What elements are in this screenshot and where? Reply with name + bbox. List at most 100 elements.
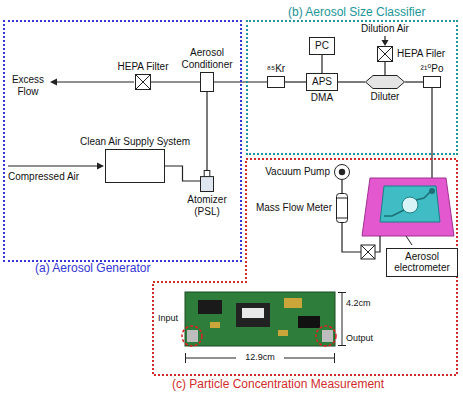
connector-line <box>405 81 423 82</box>
chip-channel <box>384 210 404 216</box>
component-label: Vacuum Pump <box>265 166 330 178</box>
component-icon <box>267 76 285 88</box>
air-inlet-line <box>8 165 98 166</box>
connector-line <box>321 55 322 74</box>
pc-box: PC <box>309 37 335 55</box>
port-label: Input <box>158 313 178 323</box>
board-sticker <box>242 308 264 318</box>
flow-label: Compressed Air <box>8 171 79 183</box>
aps-box: APSDMA <box>306 73 338 91</box>
arrow-head <box>382 40 389 46</box>
exhaust-line <box>57 81 134 82</box>
connector-line <box>151 81 200 82</box>
meter-band <box>337 218 348 219</box>
component-icon <box>200 72 214 92</box>
pump-symbol: Vacuum Pump <box>334 164 350 180</box>
component-label: Aerosol Conditioner <box>178 47 236 70</box>
chip-chamber <box>402 197 418 213</box>
highlight-circle <box>182 326 202 346</box>
component-label: ⁸⁵Kr <box>267 63 285 75</box>
conditioner-box: Aerosol Conditioner <box>200 72 214 92</box>
connector-line <box>206 92 207 170</box>
component-icon <box>135 74 151 90</box>
component-label: HEPA Filer <box>397 48 445 60</box>
flow-meter: Mass Flow Meter <box>336 193 348 223</box>
flow-label: Dilution Air <box>355 23 415 35</box>
component-icon <box>334 164 350 180</box>
dimension-tick <box>334 353 335 363</box>
filter-cross <box>378 47 393 62</box>
highlight-circle <box>316 326 336 346</box>
filter-cross <box>136 75 151 90</box>
component-icon <box>423 76 441 88</box>
arrow-head <box>50 79 57 86</box>
dimension-line <box>342 292 343 346</box>
source-box: ⁸⁵Kr <box>267 76 285 88</box>
box-outline <box>268 77 285 88</box>
jar-body <box>201 177 214 192</box>
box-outline <box>378 47 393 62</box>
filter-symbol: HEPA Filer <box>377 46 393 62</box>
region-heading: (c) Particle Concentration Measurement <box>172 378 384 392</box>
box-outline <box>424 77 441 88</box>
component-label: Diluter <box>371 91 400 103</box>
region-panel: Aerosol ConditionerHEPA FilterClean Air … <box>3 20 242 262</box>
component-label: HEPA Filter <box>118 61 169 73</box>
input-jack <box>187 330 198 342</box>
meter-body <box>337 194 348 223</box>
connector-line <box>338 81 365 82</box>
region-panel: ⁸⁵KrPCAPSDMADiluterHEPA Filer²¹⁰Po(b) Ae… <box>246 20 458 155</box>
connector-line <box>165 166 200 181</box>
component-label: Clean Air Supply System <box>80 136 190 148</box>
circuit-board <box>185 292 335 346</box>
meter-band <box>337 198 348 199</box>
filter-cross <box>136 75 151 90</box>
dimension-tick <box>338 292 346 293</box>
atomizer-jar: Atomizer (PSL) <box>200 170 214 192</box>
board-chip <box>236 303 270 327</box>
filter-cross <box>378 47 393 62</box>
electrometer-box: Aerosol electrometer <box>386 248 458 277</box>
port-label: Output <box>346 333 373 343</box>
component-label: Aerosol electrometer <box>392 251 452 274</box>
dimension-tick <box>185 353 186 363</box>
box-outline <box>106 150 165 183</box>
connector-line <box>341 180 342 193</box>
leader-line <box>406 236 412 245</box>
valve-cross <box>361 245 375 259</box>
dimension-label: 12.9cm <box>240 352 280 362</box>
board-part <box>210 322 220 328</box>
pump-hub <box>339 169 345 175</box>
vacuum-line <box>342 223 361 252</box>
region-heading: (a) Aerosol Generator <box>35 262 150 276</box>
source-box: ²¹⁰Po <box>423 76 441 88</box>
component-label: DMA <box>311 92 333 104</box>
component-label: Mass Flow Meter <box>256 202 332 214</box>
chip-inlet <box>429 188 435 194</box>
flow-label: Excess Flow <box>8 74 48 97</box>
connector-line <box>384 62 385 75</box>
diluter-body <box>366 76 405 89</box>
board-part <box>278 330 288 336</box>
sensor-chip <box>380 186 440 222</box>
component-label: APS <box>312 76 332 88</box>
region-outline <box>153 159 457 375</box>
component-icon <box>105 149 165 183</box>
sample-line <box>431 88 432 188</box>
filter-symbol: HEPA Filter <box>135 74 151 90</box>
component-label: ²¹⁰Po <box>421 63 444 75</box>
component-icon <box>377 46 393 62</box>
board-part <box>284 298 302 308</box>
diluter-symbol: Diluter <box>365 75 405 89</box>
component-icon <box>365 75 405 89</box>
dimension-label: 4.2cm <box>346 298 371 308</box>
valve-symbol <box>361 245 375 259</box>
dimension-tick <box>338 345 346 346</box>
component-label: Atomizer (PSL) <box>177 194 237 217</box>
pump-body <box>335 165 350 180</box>
supply-box: Clean Air Supply System <box>105 149 165 183</box>
valve-cross <box>361 245 375 259</box>
connector-line <box>285 81 306 82</box>
dimension-line <box>186 358 236 359</box>
